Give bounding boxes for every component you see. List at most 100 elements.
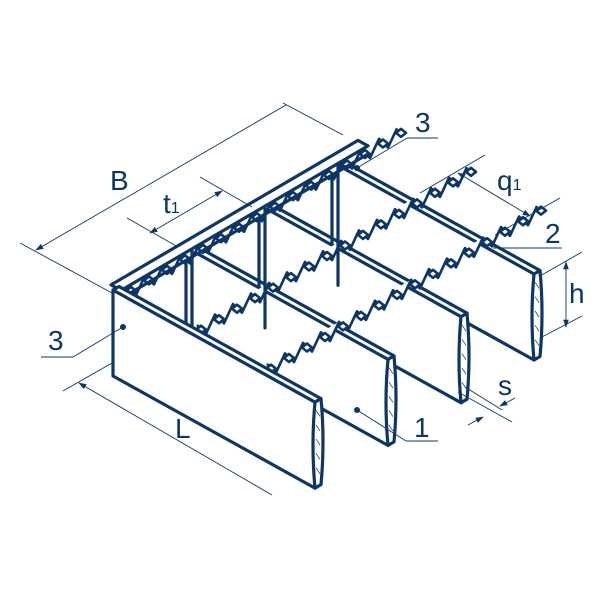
bearing-bar-top-edge [263, 199, 469, 315]
twisted-cross-bar-segment [338, 240, 352, 251]
dimension-q1-line [457, 172, 531, 217]
twisted-cross-bar-segment [266, 282, 280, 293]
bearing-bar-hatch [534, 310, 540, 318]
twisted-cross-bar-segment [372, 300, 386, 311]
dimension-t1-label: t1 [163, 188, 180, 219]
dimension-B-extension-right [282, 102, 344, 136]
callout-3-left-leader [72, 326, 124, 358]
bearing-bar-hatch [388, 410, 394, 417]
twisted-cross-bar-segment [426, 268, 440, 280]
dimension-h: h [539, 251, 585, 339]
bearing-bar-top-edge [336, 156, 542, 273]
twisted-cross-bar-segment [464, 166, 478, 178]
bearing-bar-hatch [461, 353, 467, 360]
dimension-q1-subscript: 1 [513, 177, 522, 194]
dimension-L-extension [62, 362, 113, 392]
bearing-bar-hatch [461, 324, 467, 332]
twisted-cross-bar-segment [230, 303, 244, 315]
bearing-bar-hatch [388, 396, 394, 403]
dimension-h-label: h [569, 278, 585, 309]
dimension-B-line [35, 104, 287, 251]
callout-3-left: 3 [41, 324, 126, 358]
callout-2: 2 [493, 218, 562, 249]
twisted-cross-bar-segment [480, 236, 494, 248]
edge-bar-top-inner-edge [119, 152, 370, 301]
twisted-cross-bar-segment [354, 310, 368, 322]
twisted-cross-bar-segment [300, 342, 314, 353]
dimension-q1-label: q1 [497, 165, 522, 196]
bearing-bar-end-cut [384, 354, 398, 448]
twisted-cross-bar-segment [284, 271, 298, 283]
bearing-bars [184, 156, 544, 448]
twisted-cross-bar-segment [394, 127, 408, 139]
callout-1-leader [356, 409, 407, 442]
bearing-bar-hatch [534, 296, 540, 303]
dimension-s: s [457, 370, 516, 426]
bearing-bar-end-cut [457, 311, 471, 405]
twisted-cross-bar-segment [444, 257, 458, 269]
dimension-s-extension-right [464, 386, 503, 411]
dimension-h-extension-bottom [539, 315, 583, 339]
dimension-B-label: B [110, 165, 129, 196]
dimension-q1: q1 [419, 154, 561, 236]
twisted-cross-bar-segment [356, 229, 370, 241]
twisted-cross-bar-segment [318, 331, 332, 343]
dimension-t1-extension-left [126, 217, 179, 248]
dimension-q1-extension-right [494, 197, 561, 236]
bearing-bar-hatch [461, 339, 467, 346]
edge-bar-front-hatch [315, 410, 321, 417]
dimension-B-extension-left [19, 242, 113, 294]
bearing-bar-hatch [534, 325, 540, 332]
callout-1-label: 1 [414, 412, 430, 443]
dimension-t1-line [149, 190, 223, 234]
edge-bar-front-hatch [315, 453, 321, 460]
edge-bar-front-hatch [315, 467, 321, 474]
bearing-bar-hatch [388, 367, 394, 374]
twisted-cross-bar-segment [392, 208, 406, 220]
callout-3-top-leader [356, 137, 408, 169]
dimension-s-extension-left [457, 391, 513, 423]
twisted-cross-bar-segment [390, 289, 404, 301]
dimension-t1-letter: t [163, 188, 171, 219]
callout-3-top: 3 [354, 107, 438, 171]
twisted-cross-bar-segment [462, 247, 476, 259]
bearing-bar-hatch [534, 282, 540, 289]
twisted-cross-bar-segment [498, 226, 512, 237]
edge-bar-front-end-cut [311, 397, 325, 490]
twisted-cross-bar-segment [212, 313, 226, 325]
twisted-cross-bar-segment [282, 352, 296, 364]
dimension-t1-extension-right [199, 176, 253, 208]
twisted-cross-bar-segment [446, 177, 460, 188]
twisted-cross-bar-segment [336, 321, 350, 332]
dimension-t1-subscript: 1 [171, 200, 180, 217]
dimension-L: L [62, 362, 273, 496]
bearing-bar-end-cut [530, 268, 544, 362]
callout-1: 1 [354, 407, 438, 443]
dimension-h-extension-top [539, 251, 583, 277]
dimension-s-label: s [498, 370, 512, 401]
twisted-cross-bar-segment [516, 215, 530, 227]
edge-bar-front [111, 284, 325, 490]
edge-bar-front-hatch [315, 424, 321, 431]
callout-2-label: 2 [545, 218, 561, 249]
twisted-cross-bar-segment [248, 292, 262, 304]
callout-3-top-label: 3 [415, 107, 431, 138]
dimension-q1-letter: q [497, 165, 513, 196]
edge-bar-front-hatch [315, 438, 321, 446]
dimension-L-line [78, 382, 273, 496]
bearing-bar-hatch [461, 367, 467, 375]
bearing-bar-hatch [388, 424, 394, 432]
twisted-cross-bar-segment [408, 278, 422, 290]
callout-3-left-label: 3 [48, 325, 64, 356]
dimension-B: B [19, 102, 344, 294]
twisted-cross-bar-segment [374, 219, 388, 230]
bearing-bar-hatch [388, 381, 394, 389]
dimension-s-arrow-left [467, 416, 484, 426]
dimension-t1: t1 [126, 176, 253, 248]
twisted-cross-bar-segment [302, 261, 316, 272]
twisted-cross-bar-segment [376, 138, 390, 149]
twisted-cross-bar-segment [410, 198, 424, 209]
bearing-bar-top-edge [190, 242, 396, 358]
bearing-bar-hatch [534, 339, 540, 346]
